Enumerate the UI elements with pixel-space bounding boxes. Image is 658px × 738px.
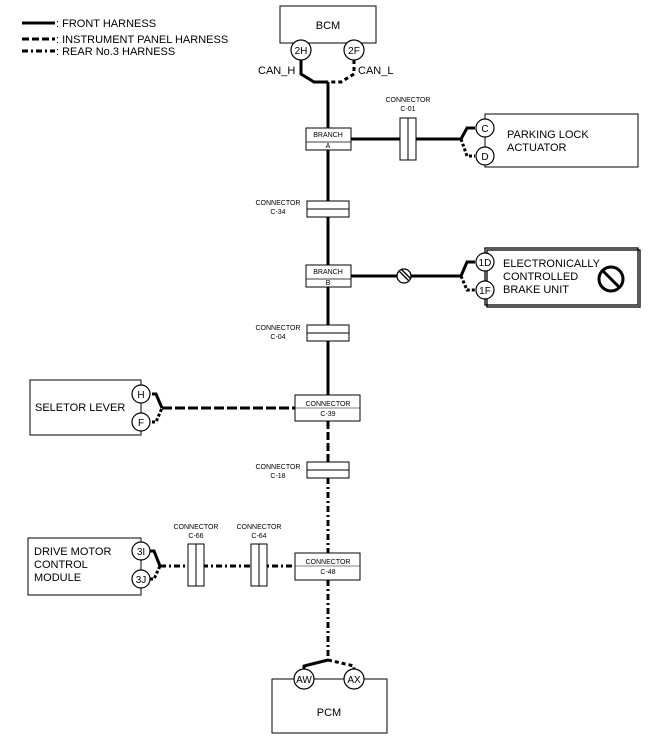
branch-wires — [150, 126, 475, 581]
branch-a-label-2: A — [326, 143, 331, 150]
open-circuit-icon — [396, 268, 412, 284]
dmcm-pin-3i: 3I — [137, 547, 145, 558]
branch-a-label-1: BRANCH — [313, 132, 343, 139]
connector-c18: CONNECTOR C-18 — [256, 461, 350, 480]
selector-pin-f: F — [138, 418, 144, 429]
bcm-pin-2f: 2F — [348, 46, 360, 57]
ebcu-pin-1d: 1D — [479, 258, 492, 269]
c34-label-2: C-34 — [270, 209, 285, 216]
bcm-module: BCM 2H 2F CAN_H CAN_L — [258, 5, 393, 77]
ebcu-label-2: CONTROLLED — [503, 271, 578, 283]
legend: : FRONT HARNESS : INSTRUMENT PANEL HARNE… — [22, 18, 228, 58]
c18-label-1: CONNECTOR — [256, 464, 301, 471]
legend-front-label: : FRONT HARNESS — [56, 18, 156, 30]
connector-c48: CONNECTOR C-48 — [294, 552, 361, 581]
can-h-label: CAN_H — [258, 65, 295, 77]
connector-c66: CONNECTOR C-66 — [174, 524, 219, 587]
branch-b: BRANCH B — [305, 264, 352, 288]
drive-motor-control-module: 3I 3J DRIVE MOTOR CONTROL MODULE — [27, 537, 151, 596]
c64-label-1: CONNECTOR — [237, 524, 282, 531]
ebcu-label-1: ELECTRONICALLY — [503, 258, 601, 270]
parking-pin-c: C — [481, 124, 488, 135]
c04-label-2: C-04 — [270, 334, 285, 341]
selector-label: SELETOR LEVER — [35, 402, 125, 414]
parking-lock-actuator: C D PARKING LOCK ACTUATOR — [475, 113, 639, 168]
connector-c01: CONNECTOR C-01 — [386, 97, 431, 161]
prohibited-icon — [597, 265, 625, 293]
can-l-label: CAN_L — [358, 65, 393, 77]
c04-label-1: CONNECTOR — [256, 325, 301, 332]
selector-lever: H F SELETOR LEVER — [29, 379, 151, 436]
connector-c04: CONNECTOR C-04 — [256, 324, 350, 342]
legend-instrument-label: : INSTRUMENT PANEL HARNESS — [56, 34, 228, 46]
c01-label-1: CONNECTOR — [386, 97, 431, 104]
ebcu-module: 1D 1F ELECTRONICALLY CONTROLLED BRAKE UN… — [475, 247, 641, 308]
dmcm-label-2: CONTROL — [34, 559, 88, 571]
selector-pin-h: H — [137, 390, 144, 401]
dmcm-label-1: DRIVE MOTOR — [34, 546, 111, 558]
c39-label-2: C-39 — [320, 411, 335, 418]
c64-label-2: C-64 — [251, 533, 266, 540]
dmcm-pin-3j: 3J — [136, 575, 147, 586]
connector-c34: CONNECTOR C-34 — [256, 200, 350, 218]
c66-label-1: CONNECTOR — [174, 524, 219, 531]
ebcu-pin-1f: 1F — [479, 286, 491, 297]
parking-pin-d: D — [481, 152, 488, 163]
trunk-wires — [299, 60, 356, 674]
parking-label-1: PARKING LOCK — [507, 129, 589, 141]
c39-label-1: CONNECTOR — [306, 401, 351, 408]
pcm-pin-ax: AX — [347, 675, 361, 686]
parking-label-2: ACTUATOR — [507, 142, 567, 154]
c34-label-1: CONNECTOR — [256, 200, 301, 207]
c66-label-2: C-66 — [188, 533, 203, 540]
connector-c64: CONNECTOR C-64 — [237, 524, 282, 587]
c18-label-2: C-18 — [270, 473, 285, 480]
c48-label-2: C-48 — [320, 569, 335, 576]
dmcm-label-3: MODULE — [34, 572, 81, 584]
legend-rear-label: : REAR No.3 HARNESS — [56, 46, 175, 58]
bcm-pin-2h: 2H — [295, 46, 308, 57]
c01-label-2: C-01 — [400, 106, 415, 113]
ebcu-label-3: BRAKE UNIT — [503, 284, 569, 296]
pcm-pin-aw: AW — [296, 675, 312, 686]
branch-b-label-2: B — [326, 280, 331, 287]
pcm-module: AW AX PCM — [271, 668, 388, 734]
bcm-label: BCM — [316, 20, 340, 32]
branch-b-label-1: BRANCH — [313, 269, 343, 276]
branch-a: BRANCH A — [305, 127, 352, 151]
c48-label-1: CONNECTOR — [306, 559, 351, 566]
pcm-label: PCM — [317, 707, 341, 719]
connector-c39: CONNECTOR C-39 — [294, 394, 361, 422]
